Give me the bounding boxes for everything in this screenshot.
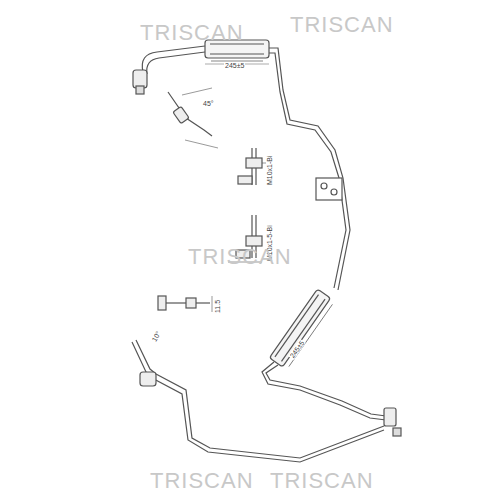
dimension-label: 245±5 bbox=[224, 62, 245, 69]
watermark: TRISCAN bbox=[188, 246, 292, 268]
watermark: TRISCAN bbox=[290, 14, 394, 36]
watermark: TRISCAN bbox=[140, 22, 244, 44]
angle-label: 10° bbox=[150, 329, 162, 343]
thread-label: M10x1-Bi bbox=[266, 154, 273, 186]
watermark: TRISCAN bbox=[150, 470, 254, 492]
dimension-label: 11.5 bbox=[214, 299, 221, 314]
angle-label: 45° bbox=[202, 100, 215, 107]
watermark: TRISCAN bbox=[270, 470, 374, 492]
